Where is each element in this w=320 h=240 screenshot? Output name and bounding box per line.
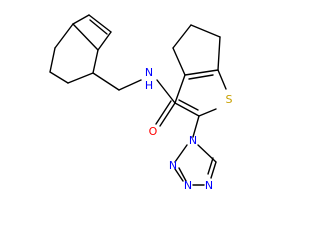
tetrazole-n1-label: N [189, 134, 197, 147]
tetrazole-n3-label: N [184, 179, 192, 192]
bond [174, 102, 200, 117]
bond [92, 49, 99, 74]
bond [49, 71, 69, 84]
double-bond-inner [207, 157, 214, 175]
bond [159, 102, 176, 127]
tetrazole-n4-label: N [205, 179, 213, 192]
double-bond-inner [174, 168, 184, 182]
bond [210, 161, 217, 179]
bond [217, 36, 221, 71]
amide-nitrogen-label: N [145, 66, 153, 79]
bond [172, 47, 186, 76]
bond [54, 23, 74, 49]
bond [118, 79, 142, 91]
bond [174, 74, 186, 104]
bond [97, 31, 112, 51]
bond [198, 108, 217, 117]
bonds [49, 14, 227, 186]
carbonyl-oxygen-label: O [149, 125, 158, 138]
double-bond-inner [89, 19, 108, 35]
double-bond-inner [178, 99, 199, 111]
bond [92, 72, 120, 91]
bond [156, 79, 176, 104]
tetrazole-n2-label: N [169, 159, 177, 172]
bond [72, 14, 90, 25]
bond [190, 24, 221, 38]
chemical-structure: N H O S N N N N [49, 14, 233, 192]
bond [217, 69, 227, 90]
bond [178, 167, 187, 182]
amide-hydrogen-label: H [145, 79, 153, 92]
bond [67, 72, 94, 84]
double-bond-inner [155, 100, 172, 125]
bond [174, 144, 188, 163]
bond [172, 24, 192, 49]
bond [192, 115, 200, 138]
bond [88, 14, 112, 33]
bond [197, 144, 217, 163]
thiophene-sulfur-label: S [226, 93, 233, 106]
atom-labels: N H O S N N N N [145, 66, 233, 192]
bond [49, 47, 56, 73]
bond [184, 69, 219, 76]
double-bond-inner [188, 74, 214, 80]
bond [72, 23, 99, 51]
